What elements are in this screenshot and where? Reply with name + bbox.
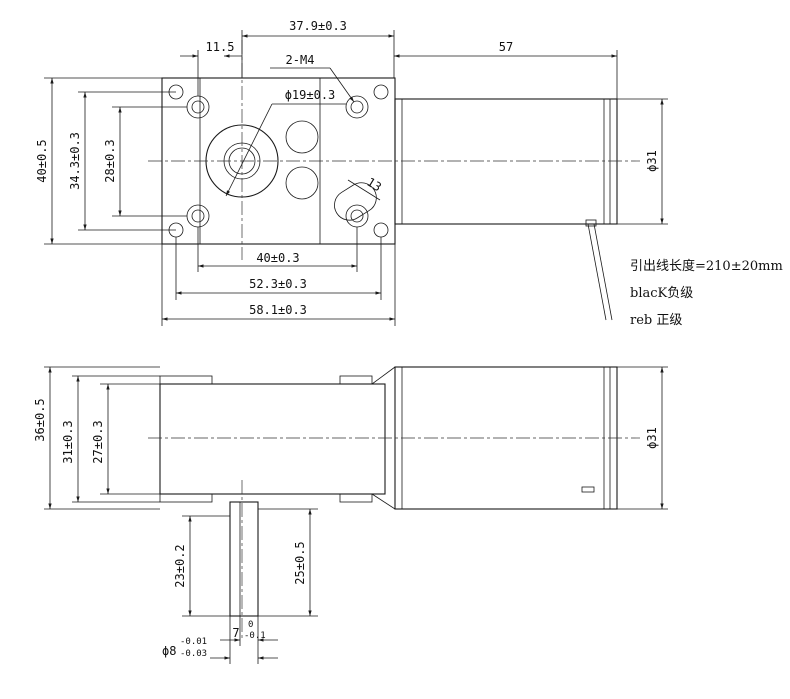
dim-23: 23±0.2 bbox=[173, 544, 187, 587]
dim-31: 31±0.3 bbox=[61, 420, 75, 463]
dim-phi31-side: ϕ31 bbox=[645, 427, 659, 449]
dim-11-5: 11.5 bbox=[206, 40, 235, 54]
dim-13: 13 bbox=[364, 175, 384, 195]
dim-36: 36±0.5 bbox=[33, 398, 47, 441]
dim-7-upper: 0 bbox=[248, 620, 253, 630]
dim-40-vertical: 40±0.5 bbox=[35, 139, 49, 182]
lead-wire bbox=[587, 223, 607, 321]
dim-phi8: ϕ8 bbox=[162, 644, 176, 658]
dim-37-9: 37.9±0.3 bbox=[289, 19, 347, 33]
dim-52-3: 52.3±0.3 bbox=[249, 277, 307, 291]
dim-58-1: 58.1±0.3 bbox=[249, 303, 307, 317]
motor-body bbox=[394, 98, 618, 225]
dim-27: 27±0.3 bbox=[91, 420, 105, 463]
dim-phi8-lower: -0.03 bbox=[180, 649, 207, 659]
dim-28: 28±0.3 bbox=[103, 139, 117, 182]
dim-phi8-upper: -0.01 bbox=[180, 637, 207, 647]
side-view: 36±0.5 31±0.3 27±0.3 ϕ31 23±0.2 25±0.5 7… bbox=[33, 366, 668, 664]
wire-notes: 引出线长度=210±20mm blacK负级 reb 正级 bbox=[630, 258, 783, 328]
red-wire-note: reb 正级 bbox=[630, 313, 682, 328]
dim-m4: 2-M4 bbox=[286, 53, 315, 67]
dim-25: 25±0.5 bbox=[293, 541, 307, 584]
dim-7-lower: -0.1 bbox=[244, 631, 266, 641]
dim-7: 7 bbox=[232, 626, 239, 640]
output-shaft bbox=[229, 501, 259, 617]
dim-34-3: 34.3±0.3 bbox=[68, 132, 82, 190]
lead-length-note: 引出线长度=210±20mm bbox=[630, 258, 783, 274]
top-view: 37.9±0.3 11.5 57 2-M4 ϕ19±0.3 13 40±0.3 … bbox=[35, 19, 668, 326]
dim-phi31-top: ϕ31 bbox=[645, 150, 659, 172]
gearbox-side bbox=[159, 383, 386, 495]
black-wire-note: blacK负级 bbox=[630, 286, 693, 301]
dim-57: 57 bbox=[499, 40, 513, 54]
dim-phi19: ϕ19±0.3 bbox=[285, 88, 336, 102]
dim-40-horizontal: 40±0.3 bbox=[256, 251, 299, 265]
